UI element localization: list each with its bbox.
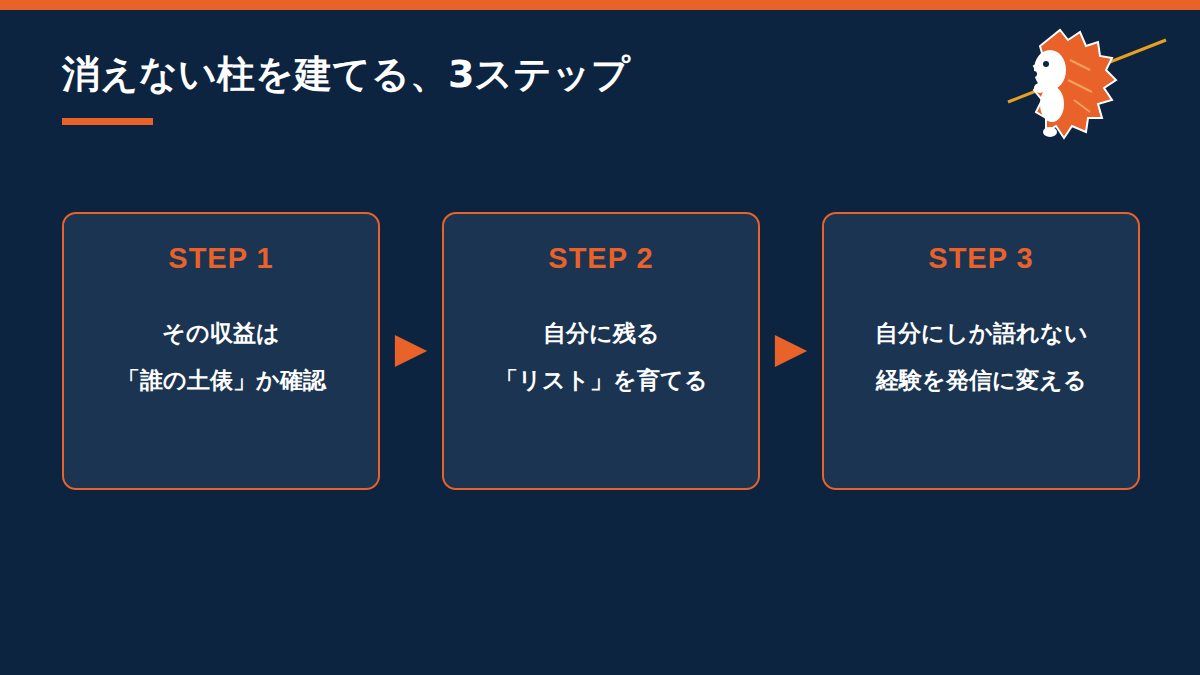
title-underline (62, 118, 153, 125)
top-bar (0, 0, 1200, 10)
step-description: その収益は 「誰の土俵」か確認 (101, 310, 341, 404)
step-description: 自分にしか語れない 経験を発信に変える (861, 310, 1101, 404)
flow-arrow (760, 335, 822, 367)
step-description: 自分に残る 「リスト」を育てる (481, 310, 721, 404)
step-box: STEP 3 自分にしか語れない 経験を発信に変える (822, 212, 1140, 490)
step-box: STEP 1 その収益は 「誰の土俵」か確認 (62, 212, 380, 490)
flow-arrow (380, 335, 442, 367)
step-box: STEP 2 自分に残る 「リスト」を育てる (442, 212, 760, 490)
step-label: STEP 3 (824, 238, 1138, 278)
step-label: STEP 1 (64, 238, 378, 278)
step-label: STEP 2 (444, 238, 758, 278)
slide-title: 消えない柱を建てる、3ステップ (62, 46, 630, 102)
